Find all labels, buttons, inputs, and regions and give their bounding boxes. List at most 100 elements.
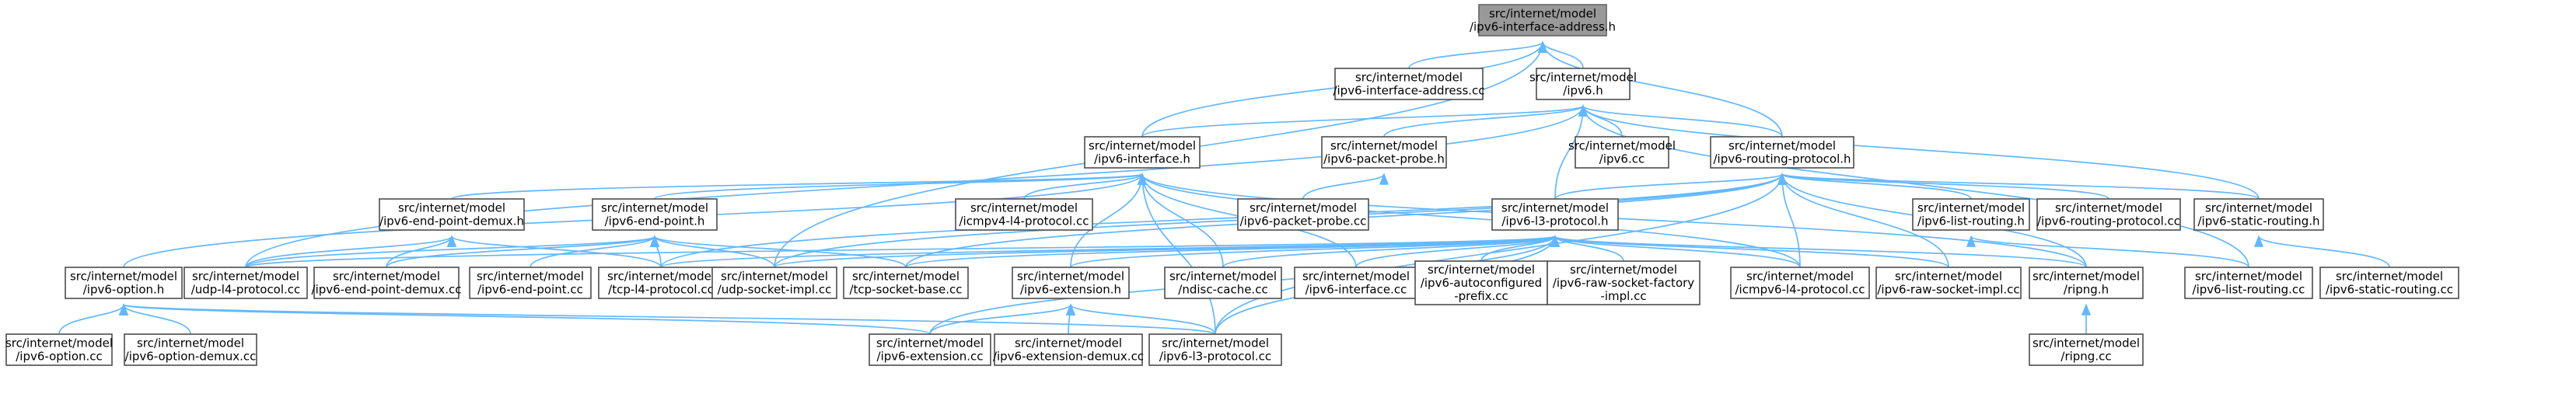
node-label-line: src/internet/model [192,270,299,284]
graph-node-extdemux-cc[interactable]: src/internet/model/ipv6-extension-demux.… [993,333,1144,366]
graph-node-raw-sock-cc[interactable]: src/internet/model/ipv6-raw-socket-impl.… [1875,267,2022,299]
edge-listr_cc-to-listr_h [1966,235,2249,268]
node-box [1334,68,1484,100]
node-label-line: /ipv6-raw-socket-factory [1553,276,1694,290]
graph-node-ripng-h[interactable]: src/internet/model/ripng.h [2029,267,2144,299]
node-label-line: src/internet/model [1895,270,2002,284]
edge-l3_h-to-rproto_h [1554,173,1787,200]
edge-udp_cc-to-epdemux_h [245,235,456,268]
edge-rproto_h-to-root [1537,40,1783,138]
graph-node-rproto-cc[interactable]: src/internet/model/ipv6-routing-protocol… [2036,198,2181,231]
graph-node-autoconf-cc[interactable]: src/internet/model/ipv6-autoconfigured-p… [1414,260,1548,305]
node-label-line: /ipv6-static-routing.cc [2326,283,2453,297]
node-box [313,267,460,299]
graph-node-listr-h[interactable]: src/internet/model/ipv6-list-routing.h [1912,198,2030,231]
graph-node-udp-cc[interactable]: src/internet/model/udp-l4-protocol.cc [184,267,308,299]
node-box [1321,136,1447,169]
node-box [869,333,991,366]
edge-option_cc-to-option_h [58,303,129,335]
node-label-line: src/internet/model [1330,139,1438,153]
graph-node-ext-h[interactable]: src/internet/model/ipv6-extension.h [1012,267,1130,299]
graph-node-listr-cc[interactable]: src/internet/model/ipv6-list-routing.cc [2184,267,2313,299]
graph-node-option-cc[interactable]: src/internet/model/ipv6-option.cc [5,333,113,366]
graph-node-iface-h[interactable]: src/internet/model/ipv6-interface.h [1084,136,1201,169]
edge-l3_cc-to-option_h [120,303,1216,335]
node-label-line: /ipv6-routing-protocol.cc [2037,214,2180,228]
graph-node-iaddr-cc[interactable]: src/internet/model/ipv6-interface-addres… [1333,68,1485,100]
edge-ext_cc-to-option_h [119,303,931,335]
edge-raw_sock_cc-to-l3_h [1550,235,1949,268]
graph-node-ep-cc[interactable]: src/internet/model/ipv6-end-point.cc [469,267,592,299]
node-box [1491,198,1619,231]
node-label-line: /ipv6-extension.h [1020,283,1121,297]
node-box [1536,68,1631,100]
graph-node-ep-h[interactable]: src/internet/model/ipv6-end-point.h [592,198,718,231]
node-label-line: src/internet/model [2195,270,2302,284]
node-box [843,267,969,299]
node-label-line: src/internet/model [1015,336,1122,350]
node-label-line: src/internet/model [2055,201,2162,215]
node-box [2036,198,2181,231]
node-label-line: /ndisc-cache.cc [1178,283,1267,297]
graph-node-ndisc-cc[interactable]: src/internet/model/ndisc-cache.cc [1164,267,1282,299]
graph-node-ripng-cc[interactable]: src/internet/model/ripng.cc [2029,333,2144,366]
graph-node-optdemux-cc[interactable]: src/internet/model/ipv6-option-demux.cc [124,333,257,366]
edge-listr_h-to-rproto_h [1777,173,1972,200]
edge-udp_cc-to-ep_h [245,235,659,268]
edge-ep_h-to-iface_h [654,173,1147,200]
node-label-line: /ipv6-option.h [83,283,165,297]
node-label-line: /ipv6.cc [1599,152,1645,166]
node-label-line: src/internet/model [1746,270,1854,284]
edge-extdemux_cc-to-ext_h [1065,303,1076,335]
node-box [1148,333,1282,366]
node-label-line: /udp-l4-protocol.cc [191,283,301,297]
graph-node-tcp-cc[interactable]: src/internet/model/tcp-l4-protocol.cc [598,267,724,299]
graph-node-ipv6-h[interactable]: src/internet/model/ipv6.h [1529,68,1637,100]
graph-node-option-h[interactable]: src/internet/model/ipv6-option.h [65,267,183,299]
graph-node-root[interactable]: src/internet/model/ipv6-interface-addres… [1470,4,1616,37]
graph-node-iface-cc[interactable]: src/internet/model/ipv6-interface.cc [1294,267,1418,299]
edge-l3_h-to-ipv6_h [1554,104,1589,200]
node-label-line: src/internet/model [2205,201,2312,215]
node-box [65,267,183,299]
edge-l3_cc-to-ext_h [1066,303,1216,335]
graph-node-epdemux-cc[interactable]: src/internet/model/ipv6-end-point-demux.… [312,267,462,299]
graph-node-probe-cc[interactable]: src/internet/model/ipv6-packet-probe.cc [1237,198,1369,231]
edge-udpsock_cc-to-ep_h [650,235,775,268]
node-label-line: src/internet/model [5,336,113,350]
node-label-line: /udp-socket-impl.cc [718,283,832,297]
graph-node-tcpsock-cc[interactable]: src/internet/model/tcp-socket-base.cc [843,267,969,299]
node-label-line: /ipv6-static-routing.h [2197,214,2319,228]
edge-tcpsock_cc-to-ep_h [650,235,907,268]
graph-node-probe-h[interactable]: src/internet/model/ipv6-packet-probe.h [1321,136,1447,169]
edge-ipv6_h-to-root [1537,40,1584,69]
edge-l3_cc-to-iface_h [1137,173,1216,335]
graph-node-icmpv6-cc[interactable]: src/internet/model/icmpv6-l4-protocol.cc [1730,267,1870,299]
node-label-line: /ipv6-l3-protocol.cc [1159,350,1271,364]
node-label-line: src/internet/model [398,201,505,215]
graph-node-l3-cc[interactable]: src/internet/model/ipv6-l3-protocol.cc [1148,333,1282,366]
node-label-line: src/internet/model [1162,336,1269,350]
node-label-line: /ipv6-interface.cc [1305,283,1407,297]
node-box [1875,267,2022,299]
graph-node-static-h[interactable]: src/internet/model/ipv6-static-routing.h [2193,198,2324,231]
graph-node-l3-h[interactable]: src/internet/model/ipv6-l3-protocol.h [1491,198,1619,231]
edge-epdemux_cc-to-ep_h [386,235,659,268]
edge-static_h-to-ipv6_h [1578,104,2260,200]
edge-iface_cc-to-l3_h [1355,235,1560,268]
graph-node-static-cc[interactable]: src/internet/model/ipv6-static-routing.c… [2319,267,2459,299]
node-box [1414,260,1548,305]
graph-node-icmpv4-cc[interactable]: src/internet/model/icmpv4-l4-protocol.cc [955,198,1093,231]
edge-probe_h-to-ipv6_h [1383,104,1588,138]
graph-node-rproto-h[interactable]: src/internet/model/ipv6-routing-protocol… [1710,136,1854,169]
node-label-line: /icmpv6-l4-protocol.cc [1735,283,1865,297]
graph-node-udpsock-cc[interactable]: src/internet/model/udp-socket-impl.cc [711,267,837,299]
graph-node-ipv6-cc[interactable]: src/internet/model/ipv6.cc [1568,136,1676,169]
node-box [1547,260,1700,305]
graph-node-raw-fac-cc[interactable]: src/internet/model/ipv6-raw-socket-facto… [1547,260,1700,305]
graph-node-ext-cc[interactable]: src/internet/model/ipv6-extension.cc [869,333,991,366]
node-label-line: /ipv6-end-point.h [605,214,705,228]
edge-static_h-to-rproto_h [1777,173,2260,200]
node-box [2029,267,2144,299]
graph-node-epdemux-h[interactable]: src/internet/model/ipv6-end-point-demux.… [379,198,525,231]
